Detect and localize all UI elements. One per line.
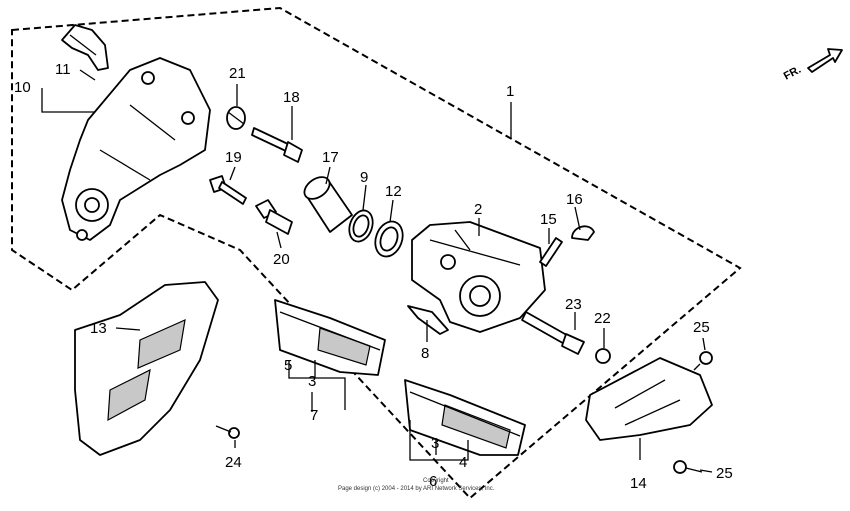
callout-11: 11 bbox=[55, 61, 71, 78]
copyright-notice: Page design (c) 2004 - 2014 by ARI Netwo… bbox=[338, 486, 495, 492]
callout-15: 15 bbox=[540, 211, 557, 228]
leader-lines bbox=[41, 69, 713, 473]
callout-21: 21 bbox=[229, 65, 246, 82]
part-piston-17 bbox=[303, 176, 353, 233]
part-pin-23 bbox=[521, 311, 585, 355]
part-caliper-bracket-10 bbox=[61, 57, 211, 241]
callout-1: 1 bbox=[506, 83, 514, 100]
part-bleeder-cap-21 bbox=[226, 106, 246, 130]
callout-5: 5 bbox=[284, 357, 292, 374]
callout-6: 6 bbox=[429, 473, 437, 490]
callout-labels: 1 2 3 3 4 5 6 7 8 9 10 11 12 13 14 15 16… bbox=[14, 61, 733, 492]
callout-7: 7 bbox=[310, 407, 318, 424]
part-disc-cover-13 bbox=[74, 281, 219, 456]
part-pad-set-lower bbox=[404, 379, 526, 456]
callout-14: 14 bbox=[630, 475, 647, 492]
callout-12: 12 bbox=[385, 183, 402, 200]
callout-13: 13 bbox=[90, 320, 107, 337]
part-caliper-body-2 bbox=[411, 221, 546, 333]
callout-24: 24 bbox=[225, 454, 242, 471]
callout-9: 9 bbox=[360, 169, 368, 186]
front-direction-label: FR. bbox=[782, 64, 803, 83]
callout-22: 22 bbox=[594, 310, 611, 327]
part-screw-24 bbox=[215, 425, 240, 439]
part-boot-12 bbox=[374, 220, 404, 258]
part-pin-bolt-20 bbox=[255, 199, 293, 235]
callout-25-lower: 25 bbox=[716, 465, 733, 482]
part-spring-8 bbox=[407, 305, 449, 335]
assembly-boundary bbox=[11, 6, 742, 500]
part-guard-14 bbox=[585, 357, 713, 441]
callout-20: 20 bbox=[273, 251, 290, 268]
callout-3-lower: 3 bbox=[431, 435, 439, 452]
callout-25-upper: 25 bbox=[693, 319, 710, 336]
part-seal-9 bbox=[348, 209, 374, 243]
callout-17: 17 bbox=[322, 149, 339, 166]
part-pad-set-upper bbox=[274, 299, 386, 376]
part-bolt-25-lower bbox=[673, 460, 703, 474]
part-bolt-25-upper bbox=[693, 351, 713, 371]
callout-4: 4 bbox=[459, 454, 467, 471]
part-bleeder-15 bbox=[539, 237, 563, 267]
callout-3-upper: 3 bbox=[308, 373, 316, 390]
copyright-top: Copyright bbox=[423, 478, 449, 484]
callout-2: 2 bbox=[474, 201, 482, 218]
callout-8: 8 bbox=[421, 345, 429, 362]
callout-23: 23 bbox=[565, 296, 582, 313]
part-bolt-19 bbox=[209, 175, 247, 205]
part-pin-18 bbox=[251, 127, 303, 163]
callout-10: 10 bbox=[14, 79, 31, 96]
part-plug-22 bbox=[595, 348, 611, 364]
part-cap-16 bbox=[571, 225, 595, 241]
callout-18: 18 bbox=[283, 89, 300, 106]
callout-19: 19 bbox=[225, 149, 242, 166]
part-clip-11 bbox=[61, 24, 109, 71]
front-direction-arrow: FR. bbox=[782, 48, 843, 83]
callout-16: 16 bbox=[566, 191, 583, 208]
